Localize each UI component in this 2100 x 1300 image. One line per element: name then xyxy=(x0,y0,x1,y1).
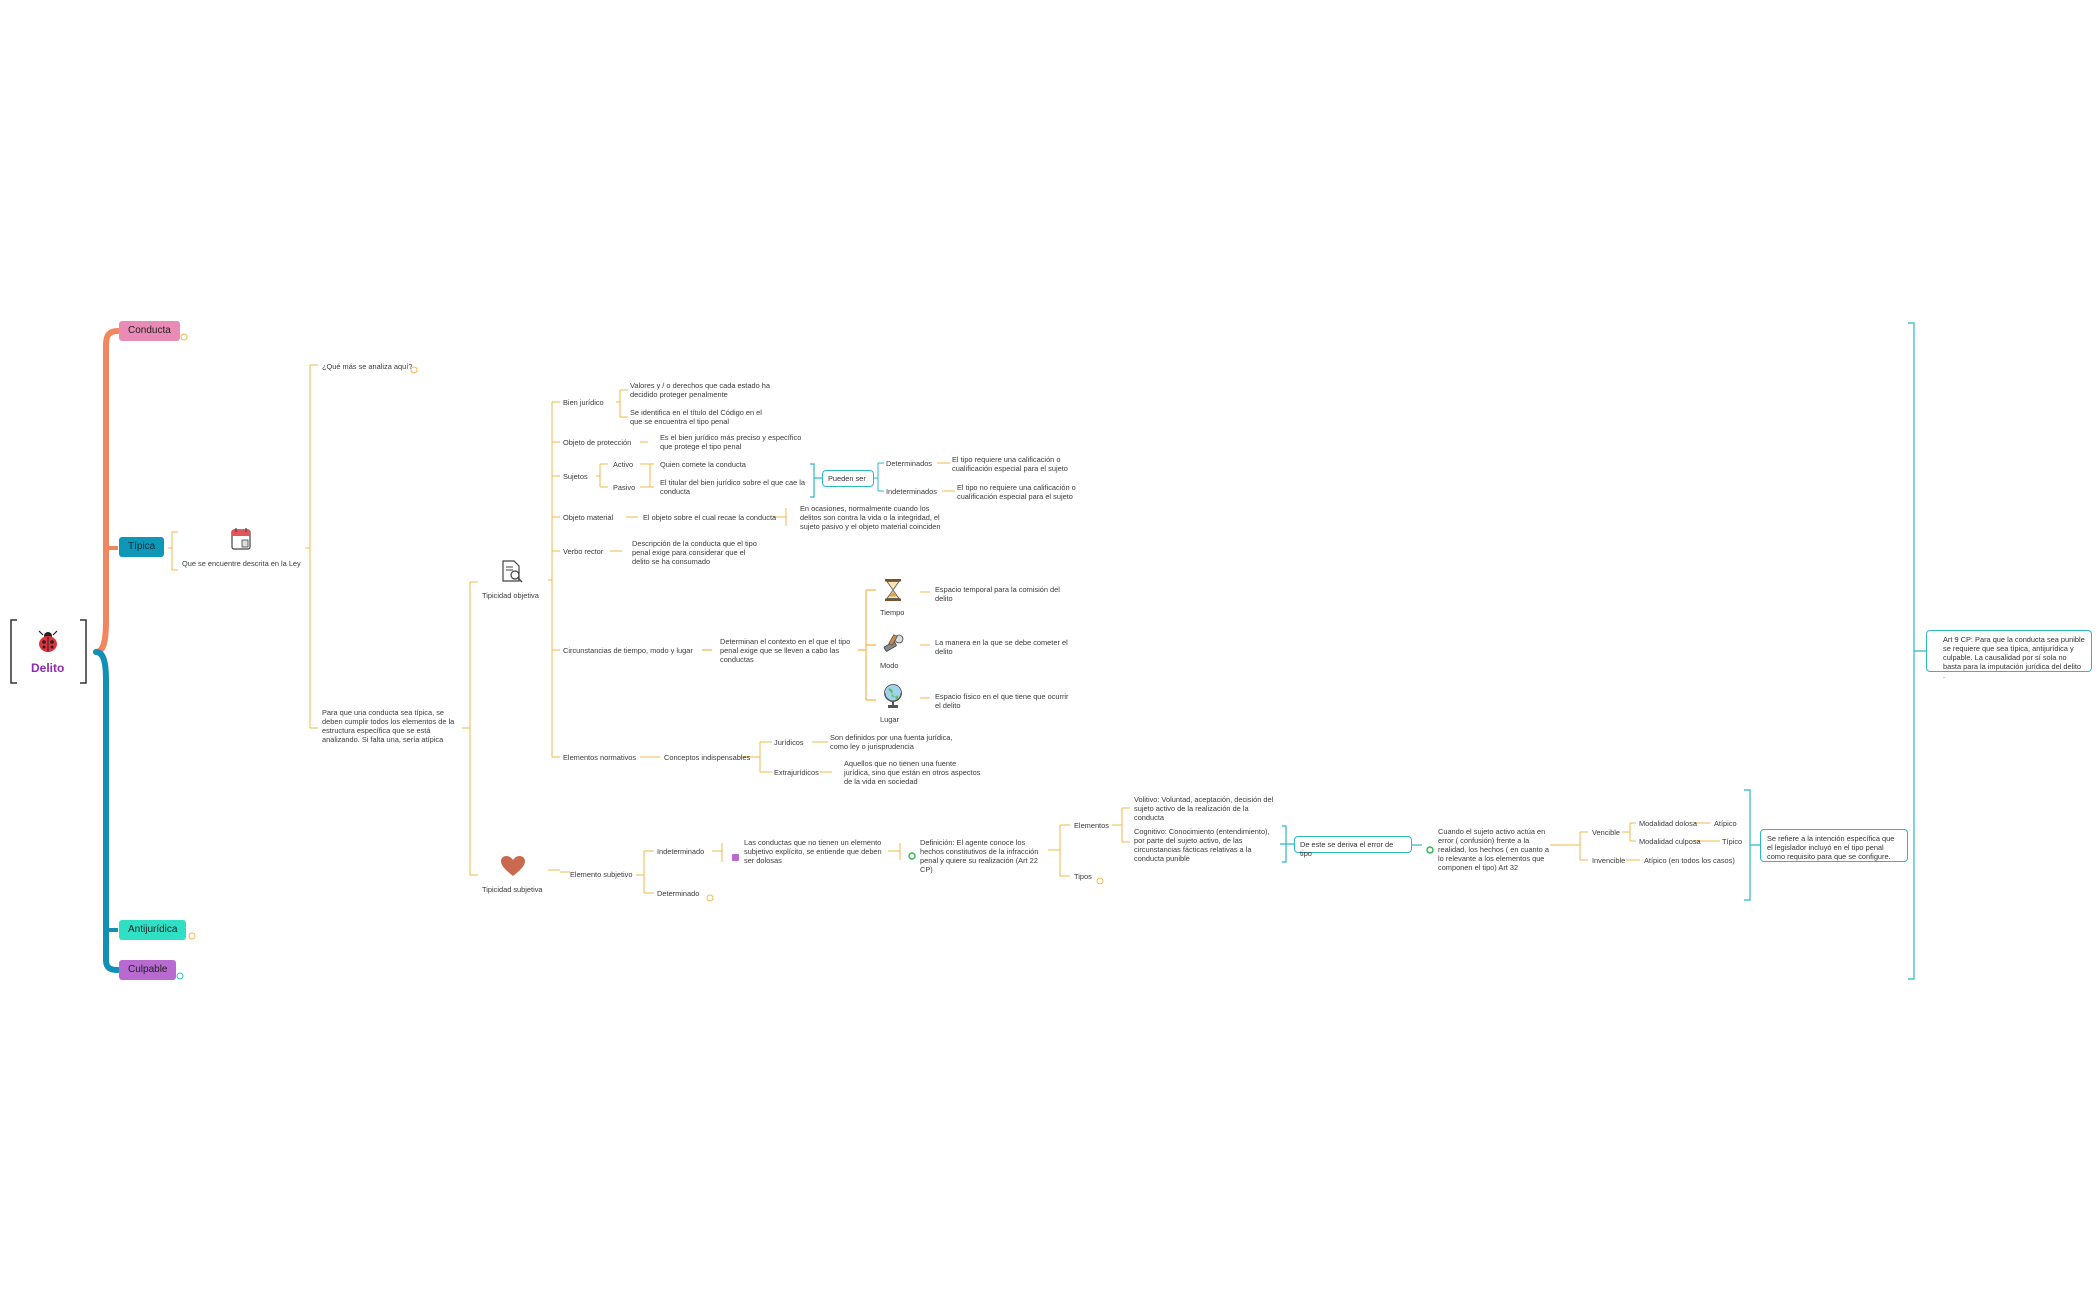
circunstancias-text: Determinan el contexto en el que el tipo… xyxy=(720,637,851,664)
expand-icon[interactable] xyxy=(188,927,196,945)
verbo-rector-label: Verbo rector xyxy=(563,547,604,556)
error-tipo-box[interactable]: De este se deriva el error de tipo xyxy=(1294,836,1412,858)
atipico-todos-label: Atípico (en todos los casos) xyxy=(1644,856,1735,865)
calendar-icon xyxy=(230,527,252,556)
tipico-label: Típico xyxy=(1722,837,1743,846)
que-mas-label: ¿Qué más se analiza aquí? xyxy=(322,362,413,371)
tiempo-text: Espacio temporal para la comisión del de… xyxy=(935,585,1060,603)
marker-icon xyxy=(732,848,739,866)
modalidad-dolosa-label: Modalidad dolosa xyxy=(1639,819,1697,828)
objeto-material-note: En ocasiones, normalmente cuando los del… xyxy=(800,504,941,531)
indeterminados-text: El tipo no requiere una calificación o c… xyxy=(957,483,1076,501)
determinados-text: El tipo requiere una calificación o cual… xyxy=(952,455,1068,473)
definicion-text: Definición: El agente conoce los hechos … xyxy=(920,838,1039,874)
objeto-material-text: El objeto sobre el cual recae la conduct… xyxy=(643,513,777,522)
elementos-normativos-label: Elementos normativos xyxy=(563,753,637,762)
category-culpable[interactable]: Culpable xyxy=(119,960,177,980)
volitivo-text: Volitivo: Voluntad, aceptación, decisión… xyxy=(1134,795,1274,822)
objeto-proteccion-label: Objeto de protección xyxy=(563,438,632,447)
expand-icon[interactable] xyxy=(410,361,418,379)
juridicos-text: Son definidos por una fuenta jurídica, c… xyxy=(830,733,953,751)
expand-icon[interactable] xyxy=(706,889,714,907)
category-conducta[interactable]: Conducta xyxy=(119,321,180,341)
sujeto-pasivo-text: El titular del bien jurídico sobre el qu… xyxy=(660,478,806,496)
vencible-label: Vencible xyxy=(1592,828,1620,837)
modalidad-culposa-label: Modalidad culposa xyxy=(1639,837,1701,846)
elemento-subjetivo-label: Elemento subjetivo xyxy=(570,870,633,879)
cognitivo-text: Cognitivo: Conocimiento (entendimiento),… xyxy=(1134,827,1270,863)
error-text: Cuando el sujeto activo actúa en error (… xyxy=(1438,827,1549,872)
bien-juridico-label: Bien jurídico xyxy=(563,398,604,407)
marker-icon xyxy=(1426,841,1434,859)
pueden-ser-box[interactable]: Pueden ser xyxy=(822,470,874,487)
tipicidad-objetiva-label: Tipicidad objetiva xyxy=(482,591,539,600)
lugar-label: Lugar xyxy=(880,715,899,724)
objeto-proteccion-text: Es el bien jurídico más preciso y especí… xyxy=(660,433,802,451)
invencible-label: Invencible xyxy=(1592,856,1626,865)
indeterminado-label: Indeterminado xyxy=(657,847,705,856)
lugar-text: Espacio físico en el que tiene que ocurr… xyxy=(935,692,1069,710)
globe-icon xyxy=(882,683,904,714)
expand-icon[interactable] xyxy=(176,967,184,985)
tools-icon xyxy=(882,632,906,659)
elementos-label: Elementos xyxy=(1074,821,1109,830)
modo-label: Modo xyxy=(880,661,899,670)
document-search-icon xyxy=(500,559,524,588)
heart-icon xyxy=(500,855,526,882)
bien-juridico-item-1: Valores y / o derechos que cada estado h… xyxy=(630,381,770,399)
sujeto-activo-text: Quien comete la conducta xyxy=(660,460,746,469)
juridicos-label: Jurídicos xyxy=(774,738,804,747)
tipicidad-subjetiva-label: Tipicidad subjetiva xyxy=(482,885,543,894)
objeto-material-label: Objeto material xyxy=(563,513,614,522)
art9-box[interactable]: Art 9 CP: Para que la conducta sea punib… xyxy=(1926,630,2092,680)
verbo-rector-text: Descripción de la conducta que el tipo p… xyxy=(632,539,757,566)
tipica-description: Que se encuentre descrita en la Ley xyxy=(182,559,301,568)
expand-icon[interactable] xyxy=(1096,872,1104,890)
ladybug-icon xyxy=(33,629,63,653)
modo-text: La manera en la que se debe cometer el d… xyxy=(935,638,1068,656)
determinados-label: Determinados xyxy=(886,459,933,468)
extrajuridicos-text: Aquellos que no tienen una fuente jurídi… xyxy=(844,759,981,786)
para-que-text: Para que una conducta sea típica, se deb… xyxy=(322,708,455,744)
extrajuridicos-label: Extrajurídicos xyxy=(774,768,819,777)
marker-icon xyxy=(908,847,916,865)
sujeto-pasivo-label: Pasivo xyxy=(613,483,636,492)
determinado-label: Determinado xyxy=(657,889,700,898)
indeterminado-text: Las conductas que no tienen un elemento … xyxy=(744,838,882,865)
tipos-label: Tipos xyxy=(1074,872,1092,881)
conceptos-label: Conceptos indispensables xyxy=(664,753,751,762)
sujeto-activo-label: Activo xyxy=(613,460,634,469)
circunstancias-label: Circunstancias de tiempo, modo y lugar xyxy=(563,646,693,655)
intencion-box[interactable]: Se refiere a la intención específica que… xyxy=(1760,829,1908,862)
expand-icon[interactable] xyxy=(180,328,188,346)
hourglass-icon xyxy=(882,578,904,607)
category-antijuridica[interactable]: Antijurídica xyxy=(119,920,187,940)
tiempo-label: Tiempo xyxy=(880,608,905,617)
atipico-label: Atípico xyxy=(1714,819,1737,828)
root-title[interactable]: Delito xyxy=(31,661,65,675)
bien-juridico-item-2: Se identifica en el título del Código en… xyxy=(630,408,762,426)
category-tipica[interactable]: Típica xyxy=(119,537,165,557)
indeterminados-label: Indeterminados xyxy=(886,487,937,496)
sujetos-label: Sujetos xyxy=(563,472,588,481)
